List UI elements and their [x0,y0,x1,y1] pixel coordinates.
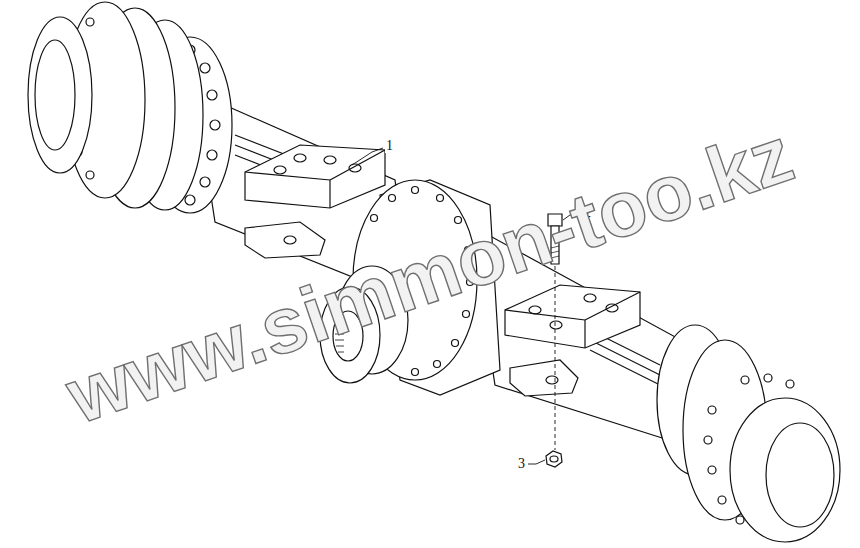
nut [550,456,558,462]
spring-pad [329,180,330,208]
callout-number: 3 [517,457,526,471]
spring-pad [245,172,330,180]
pad-holes [529,294,618,329]
pad-holes [546,376,558,384]
arm-ribs [590,350,660,385]
arm-ribs [590,340,660,375]
hub-cap-rim [35,40,75,150]
hub-cap [28,17,92,173]
assembly-axis [555,266,556,450]
hub-cap-rim [766,423,834,527]
spring-pad [330,150,385,180]
spring-pad [585,292,640,320]
pad-holes [274,154,361,174]
spring-pad [505,285,640,348]
callout-number: 1 [385,139,394,153]
spring-bracket [510,360,578,396]
spring-pad [245,145,385,208]
hub-cap [730,398,840,542]
spring-pad [584,320,585,348]
nut [546,451,562,467]
pad-holes [284,236,296,244]
spring-pad [505,310,585,320]
spring-bracket [245,222,325,258]
